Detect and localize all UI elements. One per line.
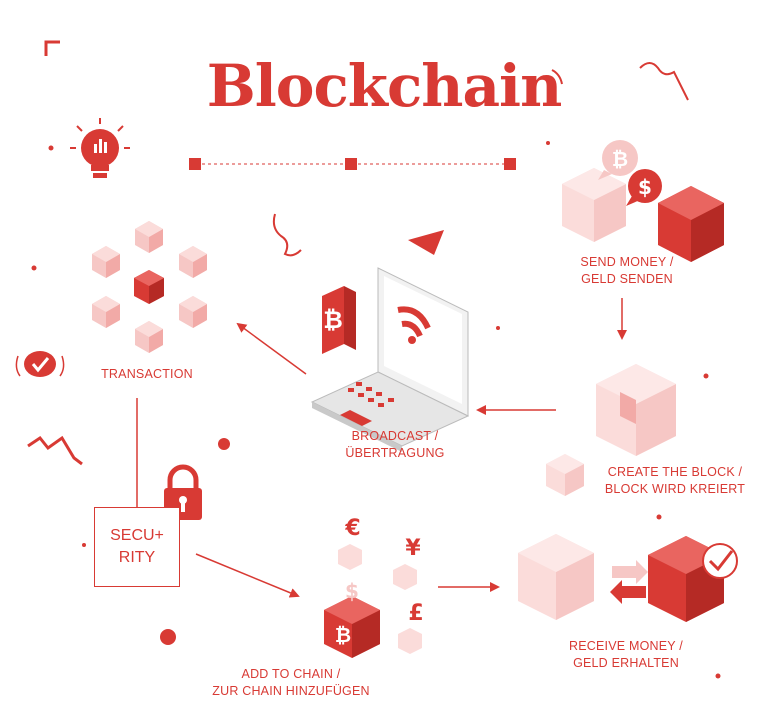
receive-money-label: RECEIVE MONEY / GELD ERHALTEN bbox=[556, 638, 696, 672]
dot-decoration bbox=[218, 438, 230, 450]
label-line: ZUR CHAIN HINZUFÜGEN bbox=[212, 684, 370, 698]
label-line: SECU+ bbox=[110, 527, 164, 544]
flow-arrow bbox=[195, 553, 300, 598]
add-to-chain-label: ADD TO CHAIN / ZUR CHAIN HINZUFÜGEN bbox=[196, 666, 386, 700]
transaction-cluster bbox=[92, 221, 207, 353]
squiggle-decoration bbox=[272, 213, 302, 257]
label-line: RECEIVE MONEY / bbox=[569, 639, 683, 653]
title-swoosh-decoration bbox=[551, 69, 563, 85]
dot-decoration bbox=[496, 326, 500, 330]
check-badge-icon bbox=[15, 351, 65, 377]
transaction-label: TRANSACTION bbox=[92, 366, 202, 383]
dot-decoration bbox=[160, 629, 176, 645]
dot-decoration bbox=[715, 673, 721, 679]
svg-text:₿: ₿ bbox=[323, 306, 343, 334]
broadcast-label: BROADCAST / ÜBERTRAGUNG bbox=[340, 428, 450, 462]
label-line: GELD SENDEN bbox=[581, 272, 673, 286]
label-line: GELD ERHALTEN bbox=[573, 656, 679, 670]
euro-icon: € bbox=[344, 516, 360, 541]
triangle-decoration bbox=[408, 230, 444, 255]
create-block-label: CREATE THE BLOCK / BLOCK WIRD KREIERT bbox=[590, 464, 760, 498]
squiggle-decoration bbox=[639, 62, 689, 101]
bitcoin-coin-stack-icon: ₿ bbox=[322, 286, 356, 354]
squiggle-decoration bbox=[27, 435, 83, 466]
label-line: CREATE THE BLOCK / bbox=[607, 465, 743, 479]
dot-decoration bbox=[546, 141, 550, 145]
add-to-chain-cubes: ₿ bbox=[324, 544, 422, 658]
send-money-cubes bbox=[562, 168, 724, 262]
svg-text:₿: ₿ bbox=[335, 623, 351, 647]
send-money-label: SEND MONEY / GELD SENDEN bbox=[572, 254, 682, 288]
create-block-cube bbox=[546, 364, 676, 496]
page-title: Blockchain bbox=[206, 52, 563, 120]
svg-text:₿: ₿ bbox=[612, 147, 628, 171]
dot-decoration bbox=[703, 373, 709, 379]
lightbulb-icon bbox=[70, 118, 130, 178]
bitcoin-bubble-icon: ₿ bbox=[598, 140, 638, 180]
dot-decoration bbox=[31, 265, 37, 271]
check-icon bbox=[702, 543, 738, 579]
label-line: BLOCK WIRD KREIERT bbox=[604, 482, 746, 496]
receive-money-cubes bbox=[518, 534, 724, 622]
corner-bracket-decoration bbox=[44, 40, 60, 56]
label-line: BROADCAST / bbox=[351, 429, 439, 443]
divider-node bbox=[504, 158, 516, 170]
label-line: ADD TO CHAIN / bbox=[241, 667, 341, 681]
svg-text:$: $ bbox=[638, 175, 652, 199]
yen-icon: ¥ bbox=[405, 536, 421, 561]
flow-arrow bbox=[236, 322, 307, 375]
label-line: SEND MONEY / bbox=[580, 255, 674, 269]
security-box: SECU+ RITY bbox=[94, 507, 180, 587]
dollar-icon: $ bbox=[345, 579, 359, 603]
laptop-icon bbox=[310, 267, 470, 452]
divider-node bbox=[189, 158, 201, 170]
label-line: RITY bbox=[118, 549, 156, 566]
divider-node bbox=[345, 158, 357, 170]
dot-decoration bbox=[48, 145, 54, 151]
label-line: TRANSACTION bbox=[101, 367, 193, 381]
label-line: ÜBERTRAGUNG bbox=[345, 446, 445, 460]
pound-icon: £ bbox=[408, 601, 423, 626]
dot-decoration bbox=[656, 514, 662, 520]
dot-decoration bbox=[82, 543, 86, 547]
wifi-icon bbox=[397, 306, 431, 338]
dollar-bubble-icon: $ bbox=[626, 169, 662, 206]
